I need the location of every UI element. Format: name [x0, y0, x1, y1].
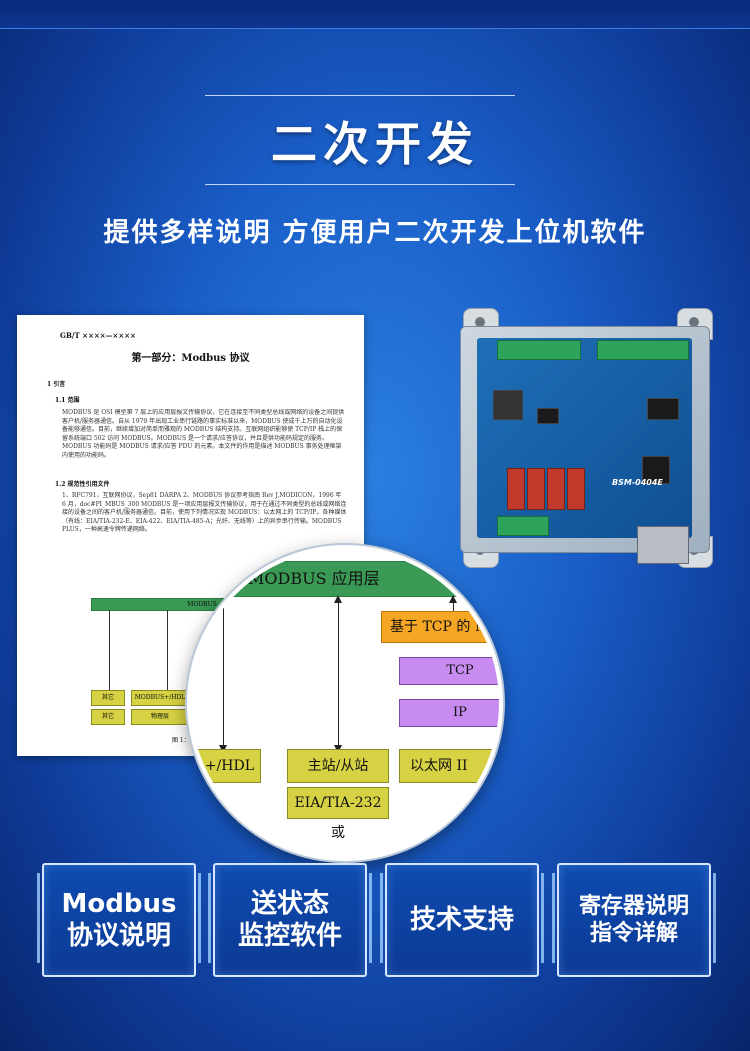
doc-paragraph: MODBUS 是 OSI 模型第 7 层上的应用层报文传输协议，它在连接至不同类…: [62, 409, 345, 459]
title-divider-bottom: [205, 184, 515, 185]
doc-standard-number: GB/T ××××—××××: [60, 331, 137, 340]
doc-diagram-box: 其它: [91, 709, 125, 725]
doc-diagram-line: [109, 610, 110, 690]
title-divider-top: [205, 95, 515, 96]
ip-box: IP: [399, 699, 499, 727]
doc-section-heading: 1 引言: [47, 381, 66, 388]
relay: [547, 468, 565, 510]
doc-diagram-box: MODBUS+/HDL: [131, 690, 189, 706]
feature-label-line1: 技术支持: [409, 904, 514, 935]
feature-register-docs[interactable]: 寄存器说明 指令详解: [552, 863, 716, 977]
ethernet-port: [637, 526, 689, 564]
top-banner-strip: [0, 0, 750, 29]
bsm-0404e-device-photo: BSM-0404E: [455, 308, 720, 568]
mcu-chip: [642, 456, 670, 484]
feature-label-line2: 指令详解: [589, 921, 678, 946]
hdl-box: +/HDL: [191, 749, 261, 783]
doc-diagram-box: 其它: [91, 690, 125, 706]
inductor-chip: [493, 390, 523, 420]
ethernet-box: 以太网 II: [399, 749, 499, 783]
feature-label-line2: 协议说明: [66, 921, 171, 951]
relay: [567, 468, 585, 510]
connector-line: [453, 597, 454, 611]
feature-label-line1: Modbus: [61, 888, 177, 919]
master-slave-box: 主站/从站: [287, 749, 389, 783]
doc-section-heading: 1.2 规范性引用文件: [55, 481, 110, 488]
doc-diagram-line: [167, 610, 168, 690]
feature-label-line2: 监控软件: [237, 921, 342, 951]
ic-chip: [647, 398, 679, 420]
relay: [507, 468, 525, 510]
doc-paragraph: 1、RFC791，互联网协议，Sep81 DARPA 2、MODBUS 协议参考…: [62, 492, 347, 533]
feature-modbus-protocol[interactable]: Modbus 协议说明: [37, 863, 201, 977]
feature-monitor-software[interactable]: 送状态 监控软件: [208, 863, 372, 977]
connector-line: [338, 597, 339, 747]
terminal-block: [497, 516, 549, 536]
doc-diagram-box: 物理层: [131, 709, 189, 725]
feature-label-line1: 送状态: [250, 888, 329, 919]
arrow-up-icon: [449, 595, 457, 603]
relay: [527, 468, 545, 510]
page-title: 二次开发: [271, 117, 479, 171]
eia-tia-box: EIA/TIA-232 或: [287, 787, 389, 841]
ic-chip: [537, 408, 559, 424]
device-pcb: BSM-0404E: [477, 338, 692, 564]
connector-line: [223, 597, 224, 747]
arrow-up-icon: [219, 595, 227, 603]
feature-tech-support[interactable]: 技术支持: [380, 863, 544, 977]
terminal-block: [497, 340, 581, 360]
magnifier-zoom-circle: MODBUS 应用层 基于 TCP 的 Modbus TCP IP +/HDL …: [187, 545, 503, 861]
feature-label-line1: 寄存器说明: [578, 893, 689, 919]
terminal-block: [597, 340, 689, 360]
doc-title: 第一部分：Modbus 协议: [131, 353, 250, 364]
doc-section-heading: 1.1 范围: [55, 397, 80, 404]
arrow-up-icon: [334, 595, 342, 603]
tcp-box: TCP: [399, 657, 499, 685]
device-model-label: BSM-0404E: [612, 478, 663, 487]
modbus-application-layer-bar: MODBUS 应用层: [231, 561, 499, 597]
page-subtitle: 提供多样说明 方便用户二次开发上位机软件: [103, 218, 647, 248]
tcp-modbus-box: 基于 TCP 的 Modbus: [381, 611, 499, 643]
